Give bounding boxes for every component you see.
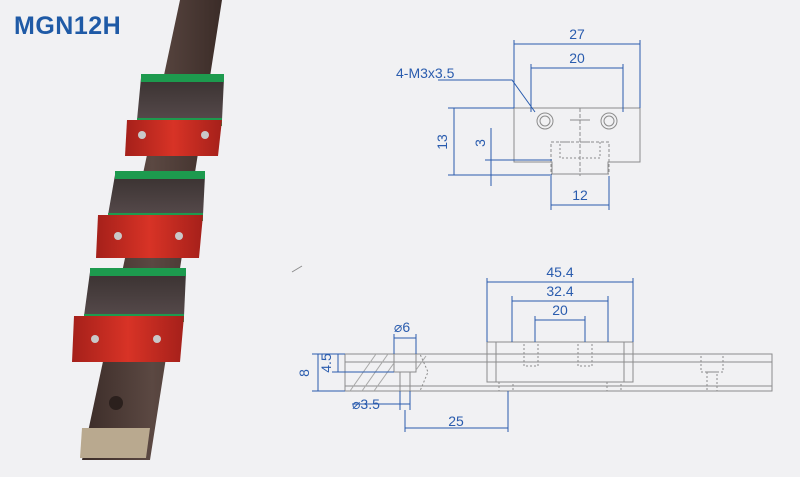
dim-through-hole-dia: ⌀3.5: [352, 396, 380, 412]
carriage-block-1: [125, 74, 224, 156]
model-title: MGN12H: [14, 12, 122, 40]
dim-width-total: 27: [569, 26, 585, 42]
end-view-labels: 27 20 4-M3x3.5 13 3 12: [396, 26, 588, 203]
rail-end-face: [80, 428, 150, 458]
end-view-screw-right: [600, 112, 618, 130]
dim-height-total: 13: [434, 134, 450, 150]
dim-rail-width: 12: [572, 187, 588, 203]
side-view-block: [486, 341, 634, 383]
carriage-block-3: [72, 268, 186, 362]
dim-height-rail-offset: 3: [472, 139, 488, 147]
end-view-dimensions: [438, 40, 641, 210]
side-view-drawing: [291, 265, 773, 392]
dim-counterbore-height: 4.5: [318, 353, 334, 373]
dim-hole-span-inner: 20: [552, 302, 568, 318]
carriage-block-2: [96, 171, 205, 258]
side-view-labels: 45.4 32.4 20 ⌀6 8 4.5 ⌀3.5 25: [296, 264, 574, 429]
end-view-drawing: [513, 107, 641, 176]
end-view-screw-left: [536, 112, 554, 130]
end-view-rail-outline: [550, 141, 610, 175]
dim-hole-pitch: 25: [448, 413, 464, 429]
end-view-block-outline: [513, 107, 641, 175]
dim-block-length: 45.4: [546, 264, 573, 280]
dim-rail-height: 8: [296, 369, 312, 377]
rail-counterbore-right: [700, 353, 724, 373]
side-view-dimensions: [312, 278, 634, 432]
product-illustration: [72, 0, 224, 460]
dim-counterbore-dia: ⌀6: [394, 319, 410, 335]
rail-counterbore-left: [393, 353, 417, 373]
rail-mounting-hole: [109, 396, 123, 410]
dim-width-holes: 20: [569, 50, 585, 66]
screw-callout: 4-M3x3.5: [396, 65, 455, 81]
dim-hole-span-outer: 32.4: [546, 283, 573, 299]
